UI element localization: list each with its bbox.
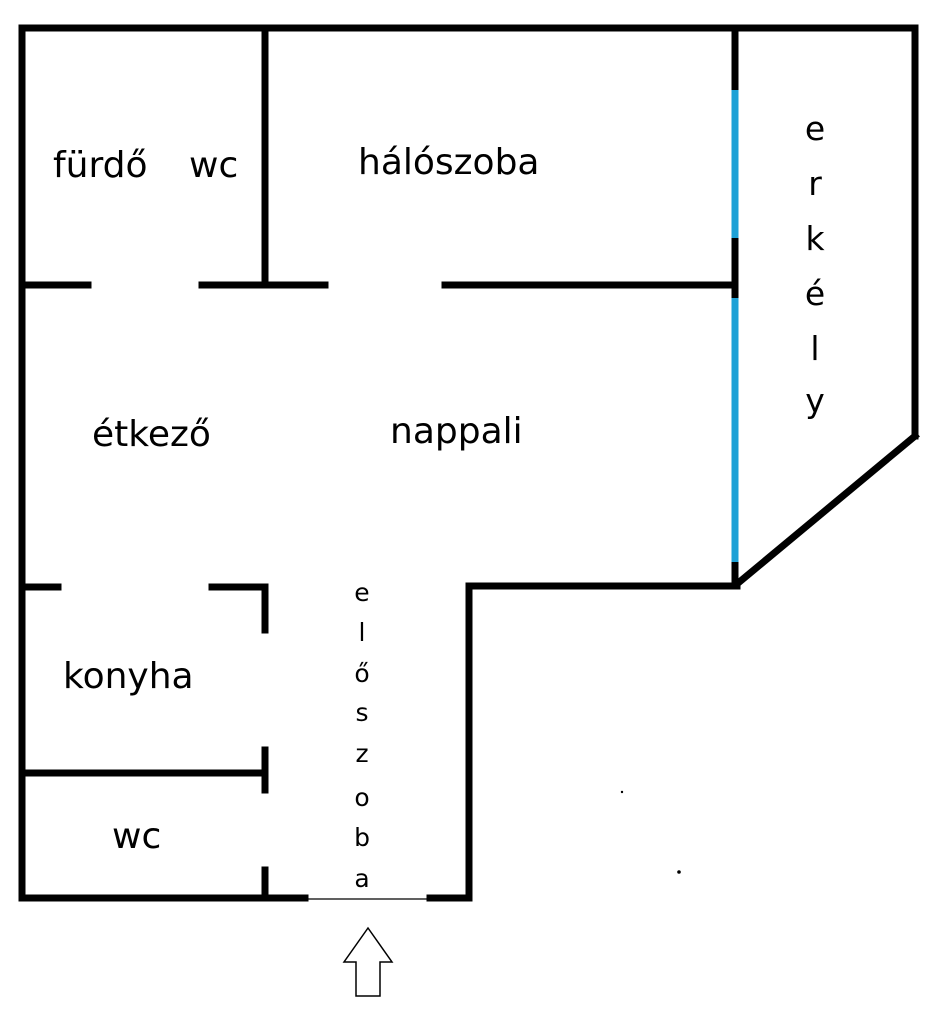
up-arrow-icon [342,926,394,997]
hallway-letter: s [355,698,368,727]
stray-dot [677,870,681,874]
hallway-letter: b [354,823,370,852]
room-labels: fürdő wc hálószoba étkező nappali konyha… [53,142,540,857]
hallway-letter: z [355,739,368,768]
hallway-letter: l [359,618,366,647]
hallway-letter: e [354,578,369,607]
balcony-label: e r k é l y [805,109,826,420]
label-wc-bottom: wc [112,816,161,857]
label-furdo: fürdő [53,145,148,186]
balcony-letter: l [810,329,819,368]
balcony-letter: y [805,381,825,420]
entrance [305,898,430,997]
balcony-letter: é [805,274,825,313]
label-haloszoba: hálószoba [358,142,540,183]
balcony-letter: k [805,219,825,258]
hallway-letter: a [354,864,369,893]
label-nappali: nappali [390,411,523,452]
hallway-letter: o [354,783,369,812]
stray-marks [620,790,681,874]
walls [18,24,920,902]
wall-balcony-diagonal [732,431,920,589]
stray-dot [620,790,624,794]
balcony-letter: e [805,109,825,148]
balcony-letter: r [808,164,822,203]
hallway-label: e l ő s z o b a [354,578,370,893]
label-wc-top: wc [189,145,238,186]
hallway-letter: ő [354,659,369,688]
label-etkezo: étkező [92,414,211,455]
label-konyha: konyha [63,656,194,697]
